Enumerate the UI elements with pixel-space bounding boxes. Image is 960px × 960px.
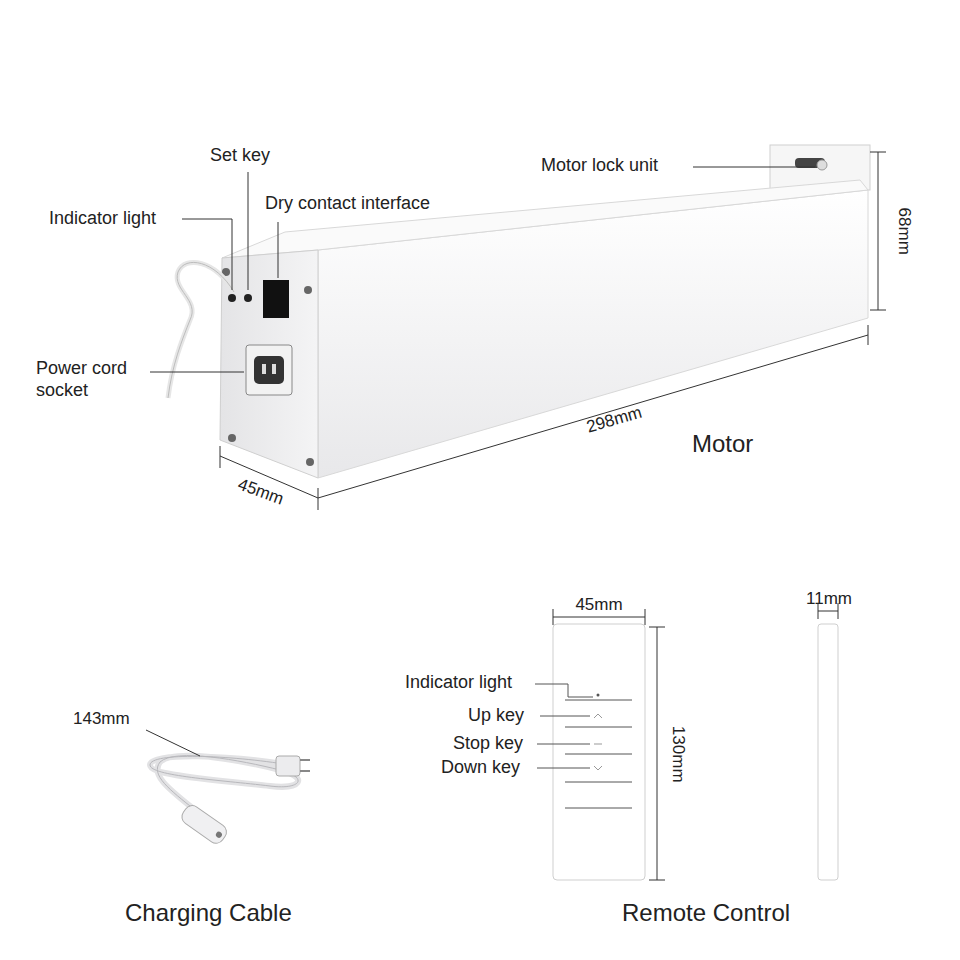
lock-screw [817,160,827,170]
screw [228,434,236,442]
dimension-label: 45mm [575,595,622,615]
remote-indicator [597,694,600,697]
motor-top [222,180,868,258]
dimension-label: 45mm [235,474,286,509]
leader-lines [150,167,815,372]
dimension-label: 11mm [806,589,852,609]
remote-side [818,624,838,880]
part-label: Indicator light [405,672,512,694]
plug-pin [300,759,310,761]
cable-connector [179,802,230,846]
motor-end-cap [220,250,318,478]
dimension-label: 143mm [73,709,130,729]
part-label: Motor lock unit [541,155,658,177]
dimension-label: 130mm [667,726,687,783]
plug-pin [300,770,310,772]
indicator-light [228,294,236,302]
charging-cable [146,730,298,810]
part-title: Charging Cable [125,899,292,928]
part-title: Remote Control [622,899,790,928]
dry-contact-port [263,280,289,318]
part-label: Dry contact interface [265,193,430,215]
plug [276,756,300,776]
part-label: Stop key [453,733,523,755]
screw [306,458,314,466]
power-socket-inner [254,356,284,384]
part-label: Indicator light [49,208,156,230]
dimension-label: 298mm [584,402,644,437]
socket-pin [272,364,276,374]
dimension-label: 68mm [894,207,914,254]
set-key [244,294,252,302]
part-label: Down key [441,757,520,779]
part-title: Motor [692,430,753,459]
dry-contact-cable [168,262,234,398]
part-label: Power cord socket [36,358,154,401]
part-label: Up key [468,705,524,727]
remote-dimensions [553,603,838,880]
dimension-lines [220,152,886,510]
socket-pin [262,364,266,374]
remote-lines [535,684,632,808]
power-socket [246,345,292,395]
cable-edge [168,262,234,398]
screw [304,286,312,294]
remote-front [553,624,645,880]
part-label: Set key [210,145,270,167]
